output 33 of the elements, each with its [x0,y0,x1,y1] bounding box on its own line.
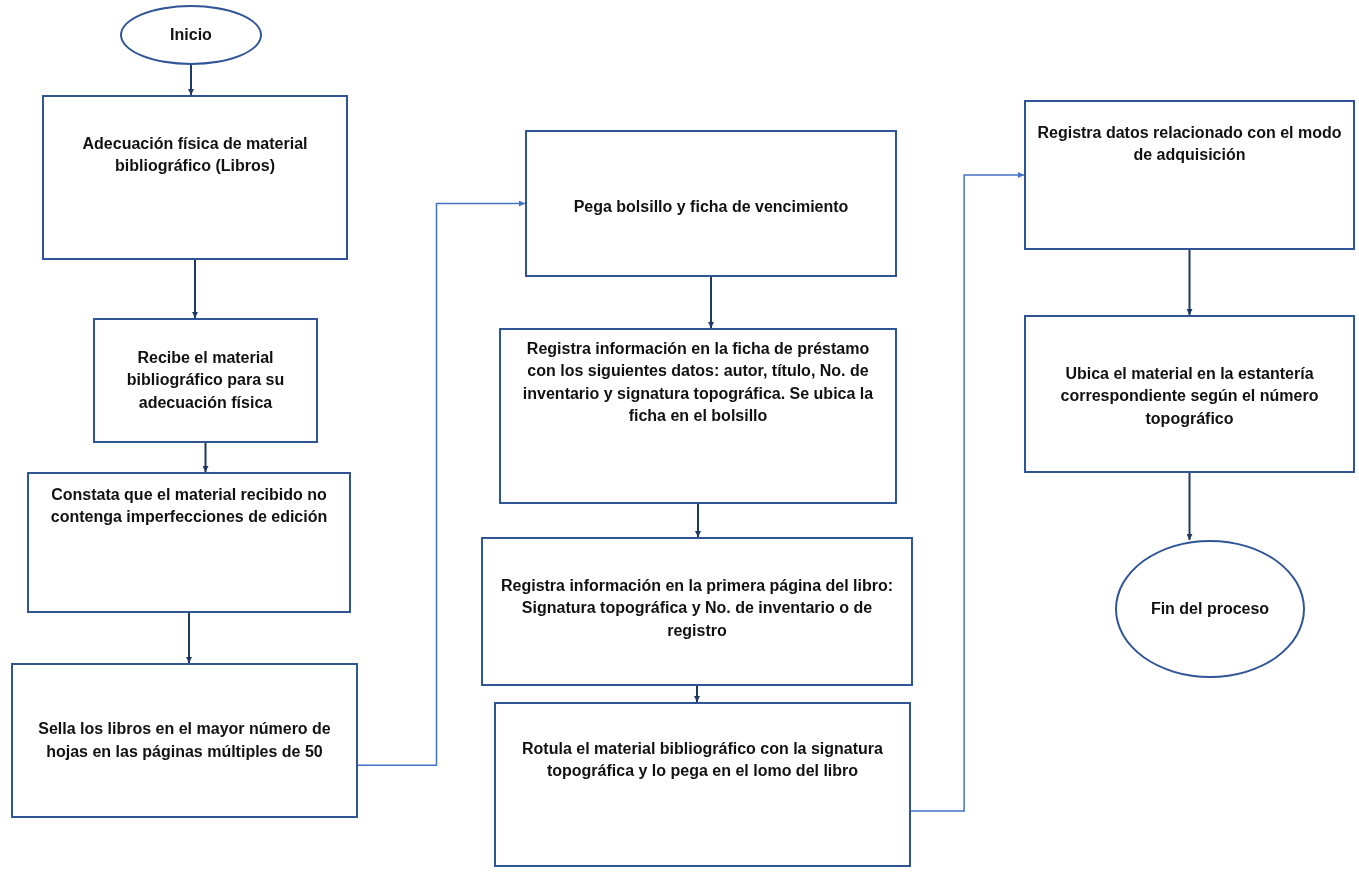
process-box [11,663,358,818]
process-box [27,472,351,613]
node-text: Sella los libros en el mayor número de hojas en las páginas múltiples de 50 [37,719,332,762]
node-text: Pega bolsillo y ficha de vencimiento [573,197,849,217]
arrow [910,172,1025,812]
node-text: Recibe el material bibliográfico para su adecuación física [125,347,286,413]
arrow [186,612,192,664]
arrow [708,276,714,329]
process-box [494,702,911,867]
arrow [192,259,198,319]
process-box [1024,100,1355,250]
node-text: Constata que el material recibido no contenga imperfecciones de edición [49,485,329,528]
process-box [499,328,897,504]
process-box [42,95,348,260]
node-text: Fin del proceso [1150,598,1270,619]
arrow [695,503,701,538]
node-text: Registra datos relacionado con el modo de adquisición [1036,123,1343,166]
process-box [93,318,318,443]
arrow [1186,472,1193,541]
arrow [202,442,209,473]
process-box [481,537,913,686]
arrow [357,200,526,767]
process-box [1024,315,1355,473]
node-text: Registra información en la primera página del libro: Signatura topográfica y No. de inventario o de registro [499,576,895,641]
node-text: Rotula el material bibliográfico con la signatura topográfica y lo pega en el lomo del libro [521,739,884,782]
arrow [694,685,700,703]
node-text: Adecuación física de material bibliográfico (Libros) [81,134,309,177]
node-text: Registra información en la ficha de préstamo con los siguientes datos: autor, título, No. de inventario y signatura topográfica. Se ubica la ficha en el bolsillo [521,339,875,427]
process-box [525,130,897,277]
node-text: Ubica el material en la estantería correspondiente según el número topográfico [1059,364,1320,429]
arrow [1186,249,1193,316]
arrow [188,64,194,96]
node-text: Inicio [170,24,212,45]
